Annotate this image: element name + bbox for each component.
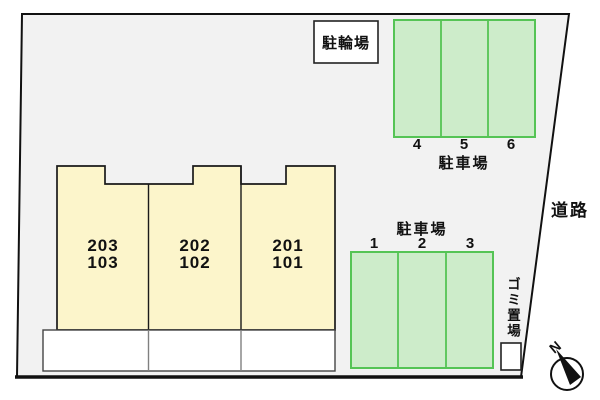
parking-block-upper xyxy=(393,19,536,138)
unit-lower-number: 102 xyxy=(179,253,211,272)
unit-lower-number: 101 xyxy=(272,253,304,272)
unit-label-201-101: 201 101 xyxy=(248,237,328,271)
porch-strip xyxy=(42,329,336,372)
parking-lower-label: 駐車場 xyxy=(396,221,448,238)
parking-block-upper-area xyxy=(393,19,536,138)
compass-needle xyxy=(556,349,581,385)
parking-space-number-4: 4 xyxy=(412,136,422,153)
unit-lower-number: 103 xyxy=(87,253,119,272)
garbage-box xyxy=(500,342,522,371)
parking-block-lower xyxy=(350,251,494,369)
unit-upper-number: 201 xyxy=(272,236,304,255)
road-label: 道路 xyxy=(551,201,589,220)
unit-label-203-103: 203 103 xyxy=(63,237,143,271)
parking-space-number-6: 6 xyxy=(506,136,516,153)
parking-block-lower-area xyxy=(350,251,494,369)
bicycle-parking-label: 駐輪場 xyxy=(321,34,370,52)
parking-space-number-5: 5 xyxy=(459,136,469,153)
unit-upper-number: 202 xyxy=(179,236,211,255)
porch-strip-area xyxy=(42,329,336,372)
compass xyxy=(550,349,584,391)
unit-upper-number: 203 xyxy=(87,236,119,255)
parking-space-number-3: 3 xyxy=(465,235,475,252)
parking-upper-label: 駐車場 xyxy=(438,155,490,172)
garbage-area-label: ゴミ置場 xyxy=(505,277,520,339)
unit-label-202-102: 202 102 xyxy=(155,237,235,271)
parking-space-number-1: 1 xyxy=(369,235,379,252)
parking-space-number-2: 2 xyxy=(417,235,427,252)
bicycle-parking-box xyxy=(313,20,379,64)
